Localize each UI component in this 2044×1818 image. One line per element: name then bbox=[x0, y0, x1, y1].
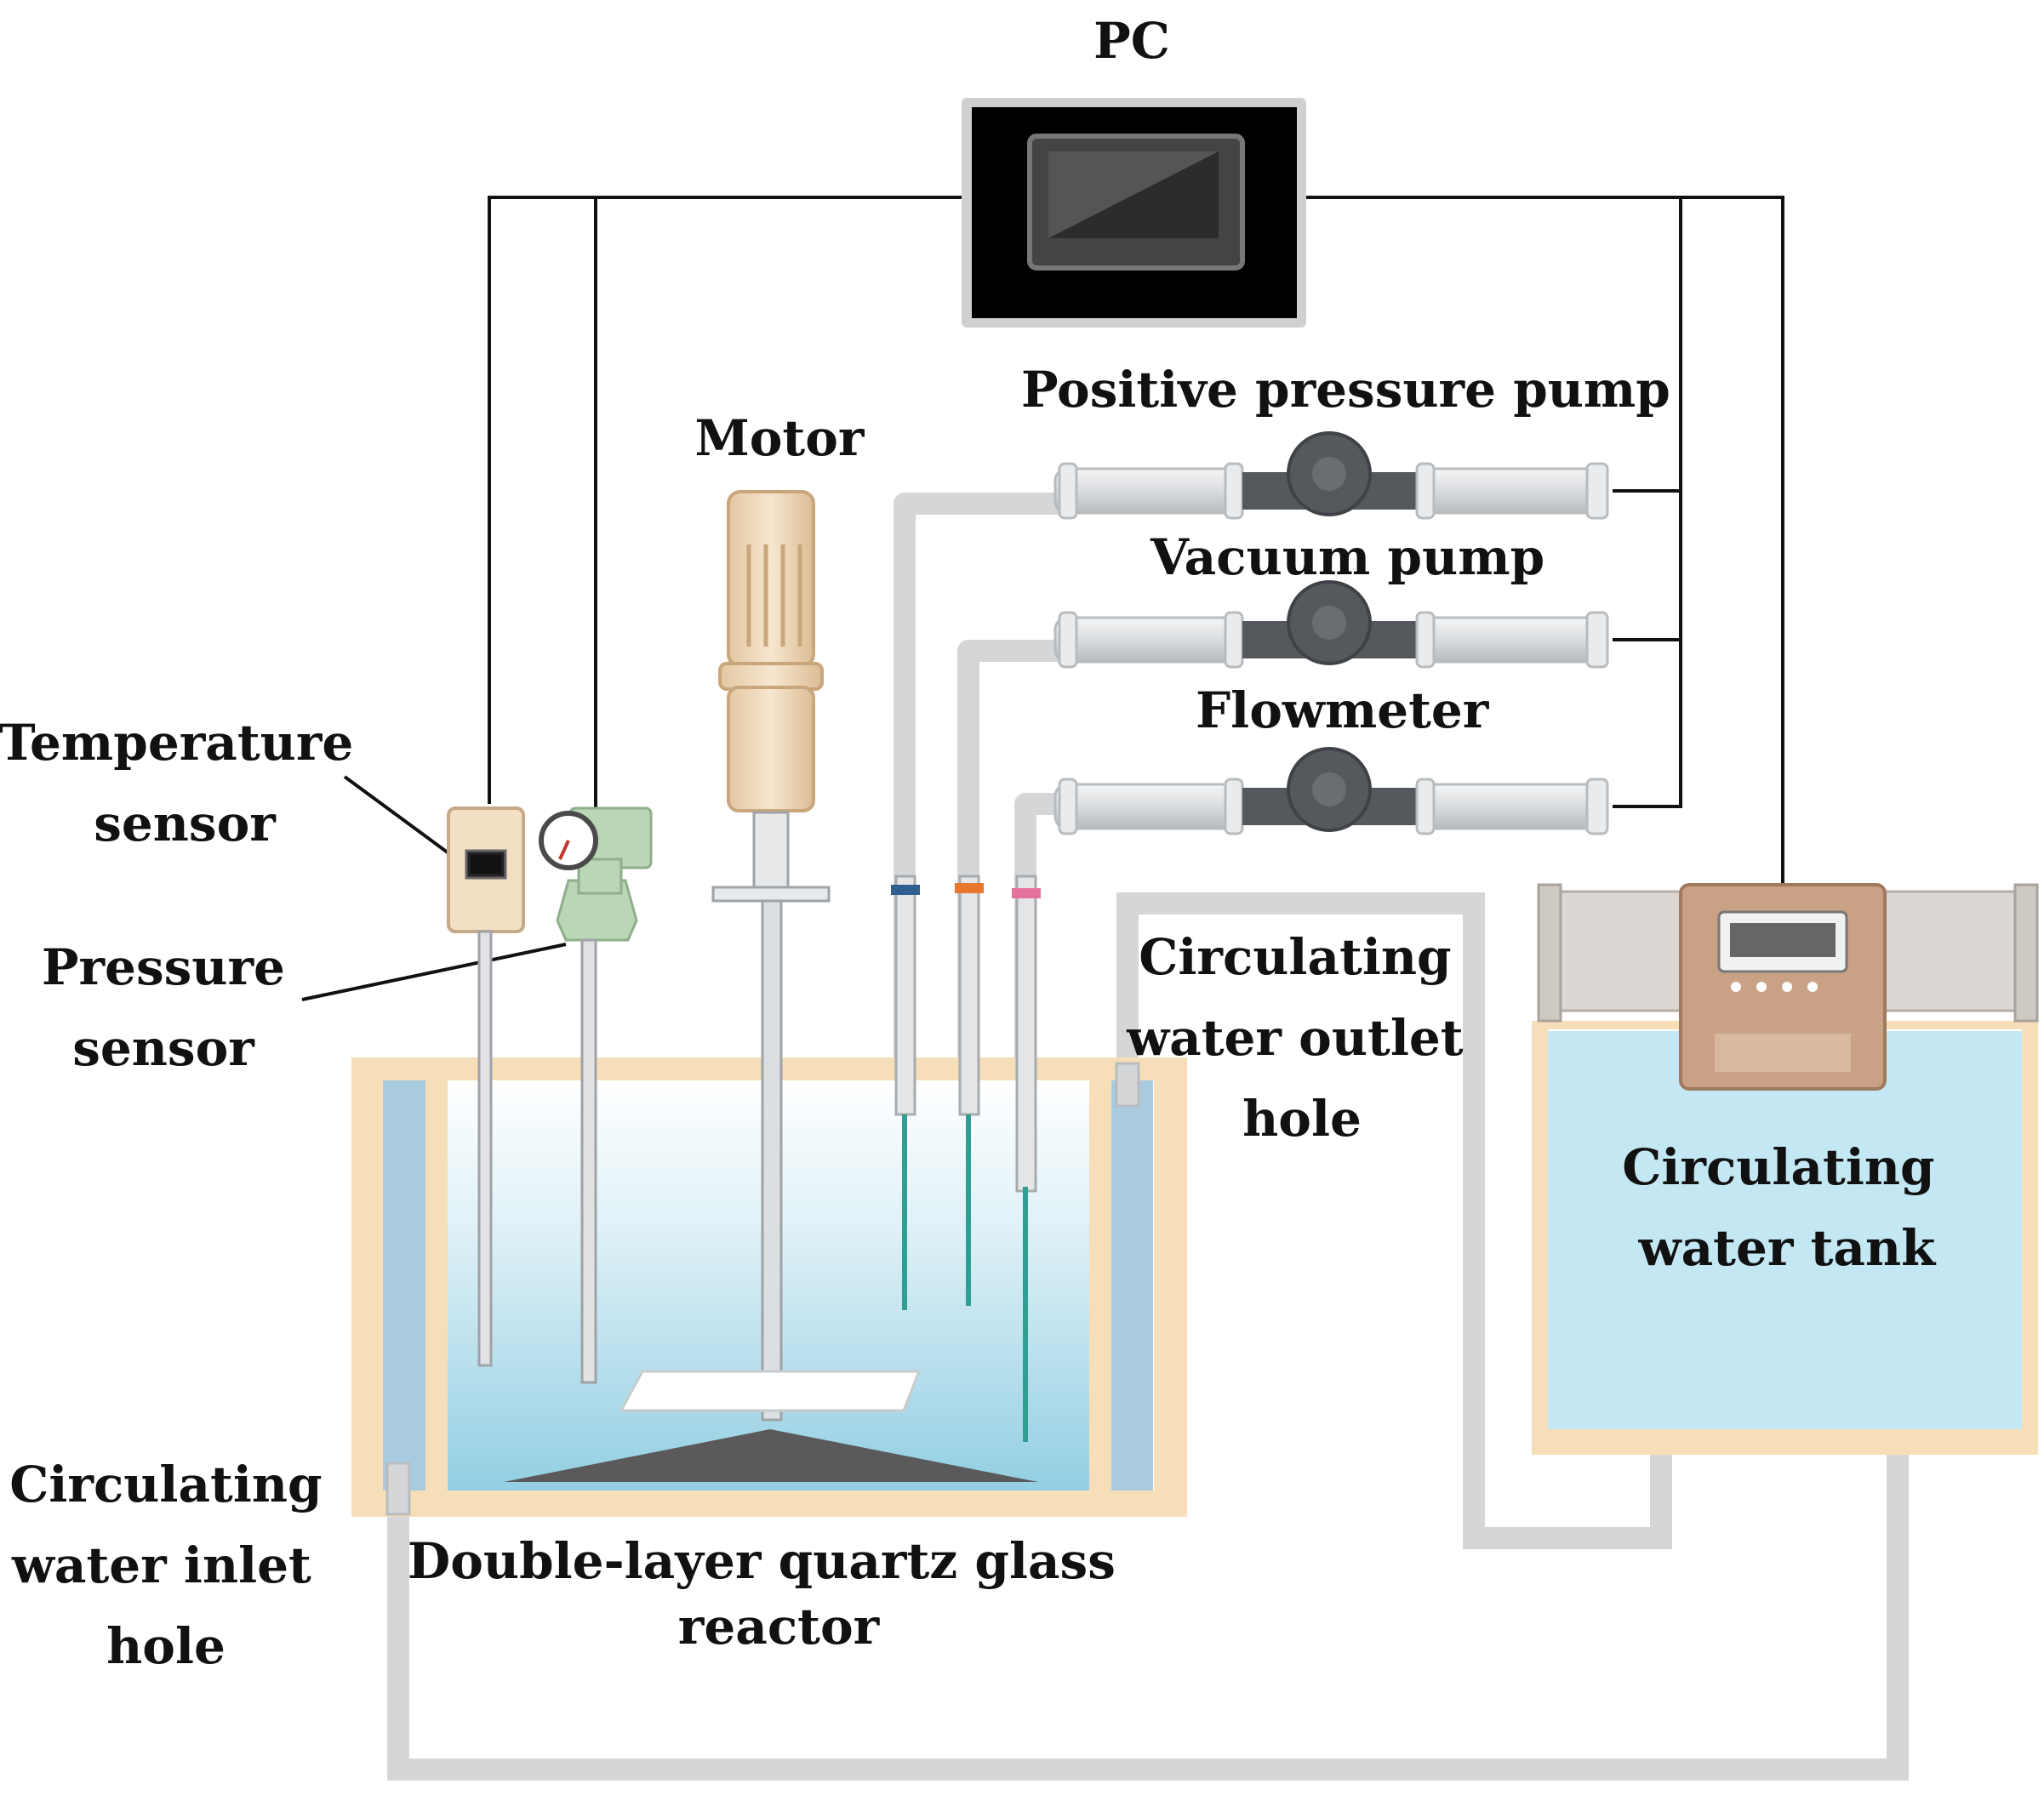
vacuum-pump-icon bbox=[1053, 580, 1609, 669]
label-outlet-hole: Circulating water outlet hole bbox=[1126, 928, 1481, 1148]
stirrer-blade bbox=[619, 1370, 922, 1412]
label-vacuum-pump: Vacuum pump bbox=[1150, 528, 1544, 586]
sediment bbox=[504, 1429, 1038, 1482]
label-reactor: Double-layer quartz glass reactor bbox=[408, 1532, 1133, 1656]
flowmeter-icon bbox=[1053, 747, 1609, 835]
label-motor: Motor bbox=[695, 409, 865, 467]
signal-wires bbox=[301, 196, 1784, 1001]
monitor-icon bbox=[962, 98, 1306, 328]
label-flowmeter: Flowmeter bbox=[1196, 681, 1490, 739]
circulating-water-pipes bbox=[387, 892, 1909, 1781]
label-positive-pressure-pump: Positive pressure pump bbox=[1021, 361, 1670, 419]
label-water-tank: Circulating water tank bbox=[1622, 1138, 1952, 1277]
pump-icon bbox=[1053, 431, 1609, 835]
pressure-gauge-icon bbox=[539, 806, 653, 1384]
labels: PC Positive pressure pump Motor Vacuum p… bbox=[0, 12, 1952, 1675]
reactor-jacket-left bbox=[383, 1080, 425, 1506]
label-inlet-hole: Circulating water inlet hole bbox=[9, 1456, 340, 1675]
label-temperature-sensor: Temperature sensor bbox=[0, 714, 371, 852]
temperature-sensor-icon bbox=[447, 806, 525, 1367]
gas-probes bbox=[891, 875, 1041, 1442]
label-pc: PC bbox=[1093, 12, 1170, 70]
positive-pressure-pump-icon bbox=[1053, 431, 1609, 520]
probe-ring-pink bbox=[1012, 888, 1041, 898]
circulating-water-tank bbox=[1532, 883, 2039, 1455]
motor-icon bbox=[619, 490, 922, 1422]
probe-ring-orange bbox=[955, 883, 984, 893]
probe-ring-blue bbox=[891, 885, 920, 895]
reactor-jacket-right bbox=[1110, 1080, 1153, 1506]
label-pressure-sensor: Pressure sensor bbox=[42, 938, 302, 1077]
